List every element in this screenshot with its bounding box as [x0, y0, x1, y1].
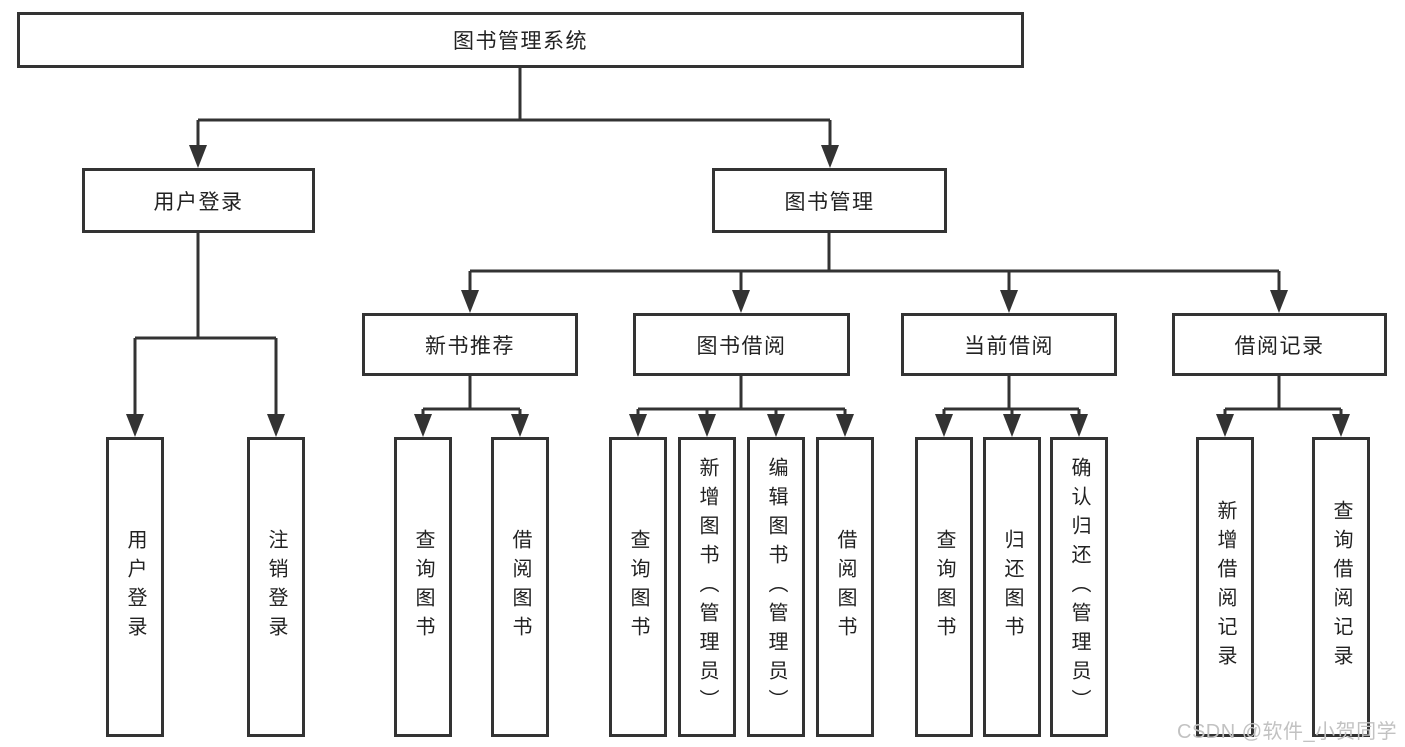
leaf-label: 查询图书: [627, 529, 649, 645]
leaf-label: 归还图书: [1001, 529, 1023, 645]
leaf-label: 借阅图书: [834, 529, 856, 645]
node-label: 用户登录: [153, 190, 244, 214]
edge-stems-level3: [468, 271, 1281, 293]
node-label: 图书借阅: [696, 334, 787, 358]
edge-stems-level2: [196, 120, 832, 148]
leaf-add-borrow-record: 新增借阅记录: [1196, 437, 1254, 737]
node-new-book-recommendation: 新书推荐: [362, 313, 578, 376]
edge-borrow-to-leaves: [636, 376, 847, 417]
node-label: 图书管理: [784, 190, 875, 214]
leaf-label: 借阅图书: [509, 529, 531, 645]
node-label: 新书推荐: [425, 334, 515, 358]
leaf-label: 新增图书（管理员）: [696, 456, 718, 718]
leaf-logout: 注销登录: [247, 437, 305, 737]
node-label: 图书管理系统: [453, 30, 588, 53]
arrowheads: [126, 145, 1350, 437]
edge-stems-userlogin-leaves: [133, 338, 278, 417]
leaf-borrow-books: 借阅图书: [816, 437, 874, 737]
leaf-query-books-current: 查询图书: [915, 437, 973, 737]
watermark: CSDN @软件_小贺同学: [1177, 721, 1398, 743]
node-borrowing-records: 借阅记录: [1172, 313, 1387, 376]
leaf-return-books: 归还图书: [983, 437, 1041, 737]
leaf-label: 注销登录: [265, 529, 287, 645]
leaf-user-login: 用户登录: [106, 437, 164, 737]
leaf-label: 编辑图书（管理员）: [765, 456, 787, 718]
leaf-confirm-return-admin: 确认归还（管理员）: [1050, 437, 1108, 737]
leaf-label: 新增借阅记录: [1214, 500, 1236, 674]
leaf-label: 查询图书: [933, 529, 955, 645]
leaf-label: 确认归还（管理员）: [1068, 456, 1090, 718]
edge-current-to-leaves: [942, 376, 1081, 417]
leaf-label: 用户登录: [124, 529, 146, 645]
node-current-borrowing: 当前借阅: [901, 313, 1117, 376]
edge-records-to-leaves: [1223, 376, 1343, 417]
edge-bookmgmt-to-level3: [470, 233, 1279, 273]
node-library-management-system: 图书管理系统: [17, 12, 1024, 68]
leaf-query-books-borrow: 查询图书: [609, 437, 667, 737]
leaf-label: 查询图书: [412, 529, 434, 645]
leaf-add-books-admin: 新增图书（管理员）: [678, 437, 736, 737]
edge-newbook-to-leaves: [421, 376, 522, 417]
leaf-query-borrow-record: 查询借阅记录: [1312, 437, 1370, 737]
node-user-login: 用户登录: [82, 168, 315, 233]
node-book-management: 图书管理: [712, 168, 947, 233]
node-label: 借阅记录: [1234, 334, 1325, 358]
node-label: 当前借阅: [964, 334, 1054, 358]
leaf-label: 查询借阅记录: [1330, 500, 1352, 674]
leaf-query-books-recommend: 查询图书: [394, 437, 452, 737]
node-book-borrowing: 图书借阅: [633, 313, 850, 376]
leaf-borrow-books-recommend: 借阅图书: [491, 437, 549, 737]
leaf-edit-books-admin: 编辑图书（管理员）: [747, 437, 805, 737]
edge-root-to-level2: [198, 68, 830, 122]
edge-userlogin-to-leaves: [135, 233, 276, 340]
